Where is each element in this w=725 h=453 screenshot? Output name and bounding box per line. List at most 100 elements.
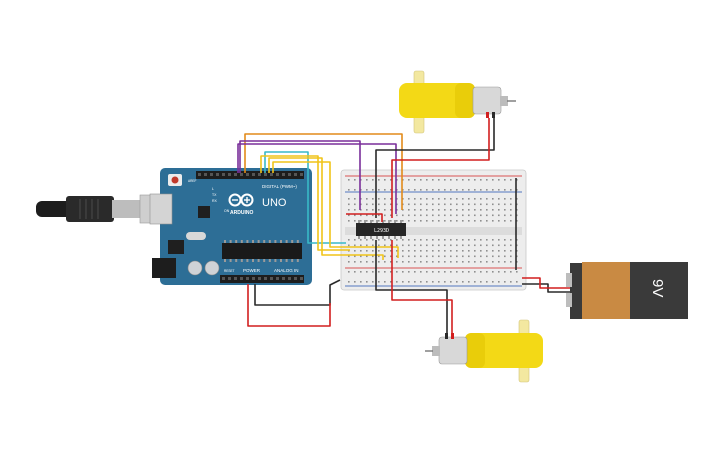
breadboard-hole: [348, 209, 350, 211]
breadboard-hole: [516, 281, 518, 283]
breadboard-hole: [348, 189, 350, 191]
usb-cable: [36, 194, 171, 224]
breadboard-hole: [360, 250, 362, 252]
breadboard-hole: [486, 239, 488, 241]
breadboard-hole: [498, 255, 500, 258]
breadboard-hole: [432, 198, 434, 200]
dc-motor-top[interactable]: [399, 70, 516, 134]
breadboard-hole: [426, 239, 428, 241]
breadboard-hole: [378, 250, 380, 252]
chip-pin: [296, 259, 299, 262]
breadboard-hole: [498, 271, 500, 273]
breadboard-hole: [372, 250, 374, 252]
breadboard-hole: [384, 214, 386, 217]
breadboard-hole: [372, 198, 374, 200]
breadboard-hole: [348, 203, 350, 206]
chip-pin: [291, 259, 294, 262]
black-wire-motor2: [375, 240, 448, 338]
breadboard-hole: [366, 271, 368, 273]
breadboard-hole: [504, 209, 506, 211]
breadboard-hole: [426, 220, 428, 222]
breadboard-hole: [378, 271, 380, 273]
breadboard-hole: [426, 261, 428, 263]
breadboard-hole: [456, 239, 458, 241]
breadboard-hole: [492, 239, 494, 241]
battery-9v[interactable]: 9V: [566, 262, 688, 319]
breadboard-hole: [432, 189, 434, 191]
breadboard-hole: [426, 271, 428, 273]
breadboard-hole: [378, 189, 380, 191]
breadboard-hole: [504, 203, 506, 206]
wires: [237, 118, 580, 338]
breadboard-hole: [438, 239, 440, 241]
battery-label: 9V: [649, 279, 666, 297]
breadboard-hole: [372, 209, 374, 211]
breadboard-hole: [402, 255, 404, 258]
breadboard-hole: [474, 255, 476, 258]
breadboard-hole: [402, 281, 404, 283]
breadboard-hole: [366, 255, 368, 258]
breadboard-hole: [510, 250, 512, 252]
breadboard-hole: [378, 261, 380, 263]
breadboard-hole: [462, 244, 464, 247]
breadboard-hole: [390, 198, 392, 200]
chip-pin: [376, 236, 378, 239]
breadboard-hole: [378, 203, 380, 206]
breadboard-hole: [480, 250, 482, 252]
breadboard-hole: [462, 250, 464, 252]
breadboard[interactable]: [340, 169, 527, 291]
breadboard-hole: [450, 281, 452, 283]
breadboard-hole: [384, 179, 386, 181]
power-pin: [246, 277, 249, 280]
digital-pin: [210, 173, 213, 176]
breadboard-hole: [480, 281, 482, 283]
breadboard-hole: [432, 244, 434, 247]
breadboard-hole: [474, 239, 476, 241]
breadboard-hole: [504, 179, 506, 181]
dc-motor-bottom[interactable]: [425, 319, 543, 383]
breadboard-hole: [444, 214, 446, 217]
breadboard-hole: [486, 198, 488, 200]
breadboard-hole: [396, 261, 398, 263]
breadboard-hole: [468, 209, 470, 211]
breadboard-hole: [498, 203, 500, 206]
breadboard-hole: [468, 261, 470, 263]
breadboard-hole: [510, 281, 512, 283]
breadboard-hole: [504, 244, 506, 247]
breadboard-hole: [426, 255, 428, 258]
breadboard-hole: [480, 239, 482, 241]
breadboard-hole: [438, 281, 440, 283]
breadboard-hole: [456, 214, 458, 217]
breadboard-hole: [510, 220, 512, 222]
breadboard-hole: [402, 261, 404, 263]
breadboard-hole: [420, 271, 422, 273]
breadboard-hole: [426, 203, 428, 206]
breadboard-hole: [348, 220, 350, 222]
breadboard-hole: [486, 214, 488, 217]
breadboard-hole: [408, 239, 410, 241]
breadboard-hole: [402, 214, 404, 217]
breadboard-hole: [498, 220, 500, 222]
breadboard-hole: [474, 244, 476, 247]
l293d-chip[interactable]: L293D: [356, 220, 406, 239]
breadboard-hole: [456, 209, 458, 211]
breadboard-hole: [426, 189, 428, 191]
breadboard-hole: [408, 244, 410, 247]
breadboard-hole: [456, 179, 458, 181]
breadboard-hole: [426, 250, 428, 252]
breadboard-hole: [420, 239, 422, 241]
cyan-wire: [264, 151, 346, 244]
breadboard-hole: [432, 220, 434, 222]
digital-pin: [198, 173, 201, 176]
chip-pin: [364, 236, 366, 239]
breadboard-hole: [390, 179, 392, 181]
chip-pin: [388, 236, 390, 239]
breadboard-hole: [438, 203, 440, 206]
breadboard-hole: [372, 261, 374, 263]
arduino-board[interactable]: ARDUINO UNO DIGITAL (PWM~) POWER ANALOG …: [149, 168, 312, 285]
breadboard-hole: [408, 255, 410, 258]
digital-pin: [258, 173, 261, 176]
breadboard-hole: [450, 198, 452, 200]
breadboard-hole: [408, 209, 410, 211]
chip-pin: [280, 259, 282, 262]
